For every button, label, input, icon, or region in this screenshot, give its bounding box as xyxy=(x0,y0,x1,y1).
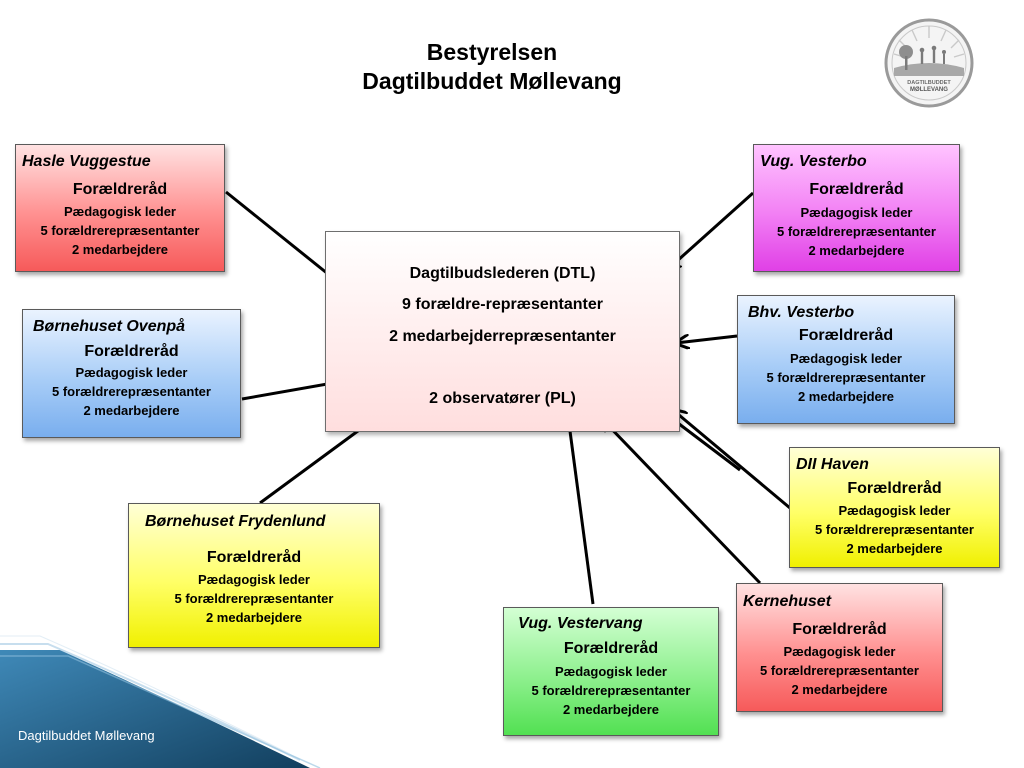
unit-leader: Pædagogisk leder xyxy=(64,204,176,219)
unit-parents: 5 forældrerepræsentanter xyxy=(815,522,974,537)
unit-box-kernehuset: Kernehuset Forældreråd Pædagogisk leder … xyxy=(736,583,943,712)
unit-leader: Pædagogisk leder xyxy=(555,664,667,679)
unit-name: Vug. Vesterbo xyxy=(760,153,867,170)
unit-name: DII Haven xyxy=(796,456,869,473)
unit-parents: 5 forældrerepræsentanter xyxy=(531,683,691,698)
unit-council: Forældreråd xyxy=(206,549,302,566)
center-line-1: Dagtilbudslederen (DTL) xyxy=(409,265,596,282)
unit-leader: Pædagogisk leder xyxy=(198,572,310,587)
unit-council: Forældreråd xyxy=(847,480,942,497)
unit-parents: 5 forældrerepræsentanter xyxy=(174,591,334,606)
unit-leader: Pædagogisk leder xyxy=(790,351,902,366)
unit-box-boernehuset-ovenpaa: Børnehuset Ovenpå Forældreråd Pædagogisk… xyxy=(22,309,241,438)
unit-box-hasle-vuggestue: Hasle Vuggestue Forældreråd Pædagogisk l… xyxy=(15,144,225,272)
unit-name: Kernehuset xyxy=(743,593,832,610)
unit-box-bhv-vesterbo: Bhv. Vesterbo Forældreråd Pædagogisk led… xyxy=(737,295,955,424)
footer-band xyxy=(0,635,321,768)
page-title: Bestyrelsen Dagtilbuddet Møllevang xyxy=(292,38,692,96)
unit-parents: 5 forældrerepræsentanter xyxy=(40,223,200,238)
unit-council: Forældreråd xyxy=(792,621,887,638)
unit-box-vug-vesterbo: Vug. Vesterbo Forældreråd Pædagogisk led… xyxy=(753,144,960,272)
unit-council: Forældreråd xyxy=(72,181,168,198)
center-line-2: 9 forældre-repræsentanter xyxy=(402,296,603,313)
unit-staff: 2 medarbejdere xyxy=(205,610,303,625)
unit-parents: 5 forældrerepræsentanter xyxy=(777,224,936,239)
unit-box-vug-vestervang: Vug. Vestervang Forældreråd Pædagogisk l… xyxy=(503,607,719,736)
unit-staff: 2 medarbejdere xyxy=(808,243,905,258)
arrow-bhv-vesterbo xyxy=(676,336,738,343)
unit-parents: 5 forældrerepræsentanter xyxy=(52,384,211,399)
arrow-vestervang xyxy=(568,416,595,605)
unit-name: Hasle Vuggestue xyxy=(22,153,151,170)
unit-name: Børnehuset Frydenlund xyxy=(145,513,326,530)
unit-box-dii-haven: DII Haven Forældreråd Pædagogisk leder 5… xyxy=(789,447,1000,568)
logo-text-2: MØLLEVANG xyxy=(910,87,948,93)
unit-staff: 2 medarbejdere xyxy=(562,702,660,717)
unit-staff: 2 medarbejdere xyxy=(71,242,169,257)
arrow-haven xyxy=(673,410,791,510)
unit-staff: 2 medarbejdere xyxy=(791,682,888,697)
center-line-4: 2 observatører (PL) xyxy=(429,390,576,407)
unit-staff: 2 medarbejdere xyxy=(846,541,943,556)
unit-council: Forældreråd xyxy=(798,327,894,344)
logo-text-1: DAGTILBUDDET xyxy=(907,80,951,86)
center-line-3: 2 medarbejderrepræsentanter xyxy=(389,328,616,345)
footer-text: Dagtilbuddet Møllevang xyxy=(18,728,155,743)
unit-box-boernehuset-frydenlund: Børnehuset Frydenlund Forældreråd Pædago… xyxy=(128,503,380,648)
unit-leader: Pædagogisk leder xyxy=(75,365,188,380)
unit-name: Vug. Vestervang xyxy=(518,615,643,632)
unit-parents: 5 forældrerepræsentanter xyxy=(760,663,919,678)
unit-staff: 2 medarbejdere xyxy=(797,389,895,404)
unit-council: Forældreråd xyxy=(563,640,659,657)
unit-leader: Pædagogisk leder xyxy=(800,205,913,220)
title-line-1: Bestyrelsen xyxy=(426,39,558,65)
unit-leader: Pædagogisk leder xyxy=(838,503,951,518)
logo: DAGTILBUDDET MØLLEVANG xyxy=(884,18,974,108)
unit-name: Bhv. Vesterbo xyxy=(748,304,855,321)
unit-staff: 2 medarbejdere xyxy=(83,403,180,418)
unit-name: Børnehuset Ovenpå xyxy=(33,318,186,335)
board-center-box: Dagtilbudslederen (DTL) 9 forældre-repræ… xyxy=(325,231,680,432)
unit-council: Forældreråd xyxy=(809,181,904,198)
unit-leader: Pædagogisk leder xyxy=(783,644,896,659)
unit-parents: 5 forældrerepræsentanter xyxy=(766,370,926,385)
unit-council: Forældreråd xyxy=(84,343,179,360)
arrow-kernehuset xyxy=(601,418,762,585)
title-line-2: Dagtilbuddet Møllevang xyxy=(362,68,622,94)
